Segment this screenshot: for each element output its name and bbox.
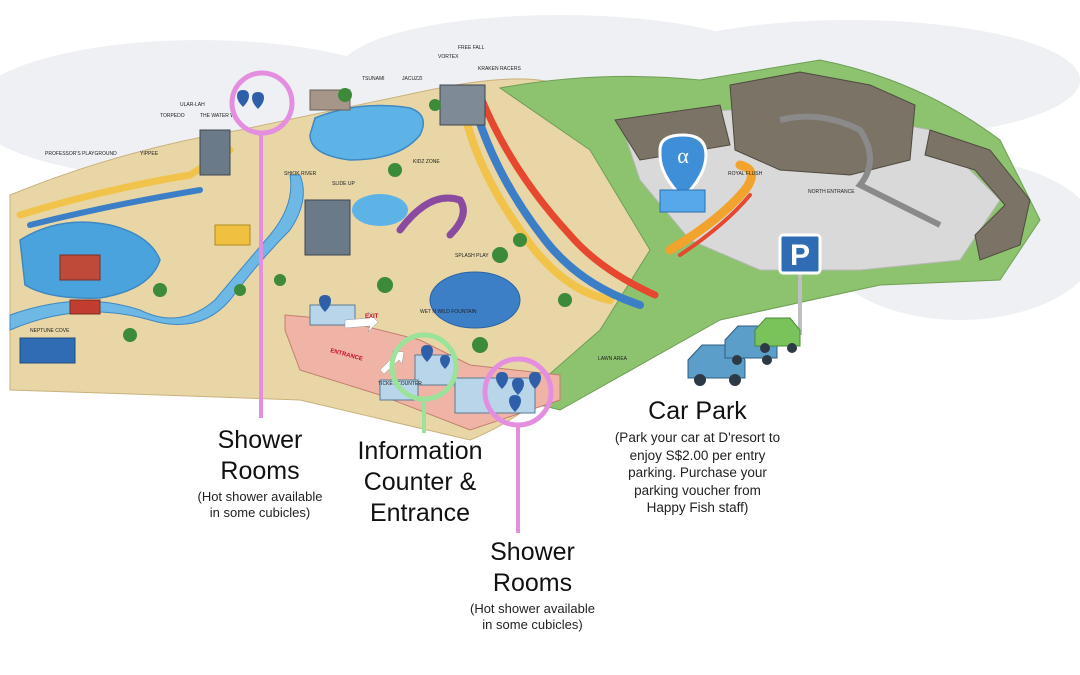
label-water-wheel: THE WATER W [200, 113, 235, 119]
shower-left-title: Shower Rooms [217, 426, 303, 485]
map-labels: PROFESSOR'S PLAYGROUND YIPPEE TORPEDO UL… [30, 45, 855, 387]
carpark-note: (Park your car at D'resort to enjoy S$2.… [614, 430, 781, 515]
kidz-zone-pool [352, 194, 408, 226]
shower-left-marker[interactable] [229, 70, 295, 418]
hotel-buildings [614, 71, 1031, 261]
location-pins [237, 90, 541, 412]
parking-sign-letter: P [790, 239, 810, 272]
label-vortex: VORTEX [438, 54, 459, 60]
shower-left-note: (Hot shower available in some cubicles) [197, 489, 323, 520]
info-title: Information Counter & Entrance [357, 437, 483, 527]
label-exit: EXIT [365, 314, 379, 320]
label-professors-playground: PROFESSOR'S PLAYGROUND [45, 151, 117, 157]
palm-trees [123, 88, 572, 353]
label-kidz-zone: KIDZ ZONE [413, 159, 440, 165]
shower-right-note: (Hot shower available in some cubicles) [469, 601, 595, 632]
label-slide-up: SLIDE UP [332, 181, 355, 187]
label-north-entrance: NORTH ENTRANCE [808, 189, 855, 195]
splash-play-pool [429, 271, 521, 329]
label-torpedo: TORPEDO [160, 113, 185, 119]
label-lawn-area: LAWN AREA [598, 356, 628, 362]
label-royal-flush: ROYAL FLUSH [728, 171, 763, 177]
label-splash-play: SPLASH PLAY [455, 253, 489, 259]
shower-right-marker[interactable] [482, 356, 554, 533]
lazy-river [9, 174, 304, 331]
label-tsunami: TSUNAMI [362, 76, 385, 82]
info-annotation: Information Counter & Entrance [320, 436, 520, 529]
label-ticket-counter: TICKET COUNTER [378, 381, 422, 387]
label-wet-wild-fountain: WET N WILD FOUNTAIN [420, 309, 477, 315]
label-kraken-racers: KRAKEN RACERS [478, 66, 521, 72]
info-counter-marker[interactable] [389, 332, 459, 433]
slide-structures [16, 86, 756, 309]
shower-left-annotation: Shower Rooms (Hot shower available in so… [150, 425, 370, 521]
carpark-title: Car Park [648, 397, 747, 425]
shower-right-annotation: Shower Rooms (Hot shower available in so… [425, 537, 640, 633]
shower-right-title: Shower Rooms [490, 538, 575, 597]
parking-sign-icon[interactable]: P [778, 233, 822, 335]
carpark-annotation: Car Park (Park your car at D'resort to e… [585, 396, 810, 517]
wave-pool [309, 104, 425, 161]
label-jacuzzi: JACUZZI [402, 76, 423, 82]
label-free-fall: FREE FALL [458, 45, 485, 51]
hotel-logo-icon[interactable]: α [658, 133, 708, 213]
park-buildings [19, 84, 486, 364]
label-yipee: YIPPEE [140, 151, 159, 157]
label-ular-lah: ULAR-LAH [180, 102, 205, 108]
label-shiok-river: SHIOK RIVER [284, 171, 317, 177]
label-neptune-cove: NEPTUNE COVE [30, 328, 70, 334]
car-icon [687, 317, 801, 386]
hotel-logo-text: α [677, 143, 689, 168]
